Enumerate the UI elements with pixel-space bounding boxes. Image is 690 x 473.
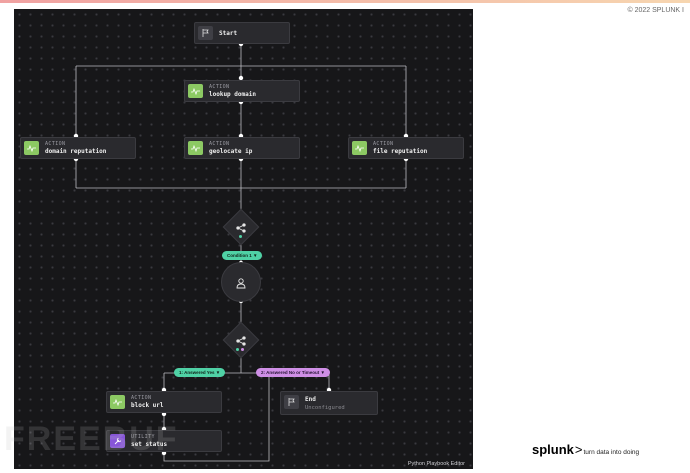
- end-label: End: [305, 396, 316, 403]
- copyright-text: © 2022 SPLUNK I: [627, 7, 684, 14]
- condition-dot: [239, 235, 242, 238]
- freebuf-watermark: FREEBUF: [4, 420, 179, 458]
- start-node[interactable]: Start: [194, 22, 290, 44]
- node-kind: ACTION: [131, 395, 152, 401]
- branch-icon: [235, 221, 247, 233]
- condition-1-pill[interactable]: Condition 1 ▼: [222, 251, 263, 260]
- playbook-canvas[interactable]: Start ACTION lookup domain ACTION domain…: [14, 9, 473, 469]
- flag-icon: [198, 26, 213, 40]
- end-status: Unconfigured: [305, 405, 345, 411]
- node-name: block url: [131, 402, 164, 409]
- action-pulse-icon: [188, 84, 203, 98]
- no-dot: [241, 348, 244, 351]
- editor-label: Python Playbook Editor: [407, 461, 465, 467]
- action-pulse-icon: [188, 141, 203, 155]
- branch-icon: [235, 334, 247, 346]
- action-node-file-reputation[interactable]: ACTION file reputation: [348, 137, 464, 159]
- node-kind: UTILITY: [131, 434, 155, 440]
- action-node-geolocate-ip[interactable]: ACTION geolocate ip: [184, 137, 300, 159]
- action-node-lookup-domain[interactable]: ACTION lookup domain: [184, 80, 300, 102]
- utility-node-set-status[interactable]: UTILITY set status: [106, 430, 222, 452]
- flag-icon: [284, 395, 299, 409]
- logo-chevron: >: [574, 442, 583, 457]
- answered-no-timeout-pill[interactable]: 2: Answered No or Timeout ▼: [256, 368, 330, 377]
- node-kind: ACTION: [209, 84, 230, 90]
- logo-tagline: turn data into doing: [583, 449, 640, 456]
- splunk-logo: splunk > turn data into doing: [532, 442, 639, 457]
- utility-wrench-icon: [110, 434, 125, 448]
- node-kind: ACTION: [209, 141, 230, 147]
- node-kind: ACTION: [45, 141, 66, 147]
- node-kind: ACTION: [373, 141, 394, 147]
- start-label: Start: [219, 30, 238, 37]
- answered-yes-pill[interactable]: 1: Answered Yes ▼: [174, 368, 226, 377]
- end-node[interactable]: End Unconfigured: [280, 391, 378, 415]
- node-name: file reputation: [373, 148, 428, 155]
- node-name: lookup domain: [209, 91, 256, 98]
- node-name: geolocate ip: [209, 148, 253, 155]
- prompt-node[interactable]: [221, 262, 261, 302]
- node-name: set status: [131, 441, 168, 448]
- user-icon: [236, 276, 246, 289]
- action-node-block-url[interactable]: ACTION block url: [106, 391, 222, 413]
- yes-dot: [236, 348, 239, 351]
- action-pulse-icon: [352, 141, 367, 155]
- node-name: domain reputation: [45, 148, 107, 155]
- action-node-domain-reputation[interactable]: ACTION domain reputation: [20, 137, 136, 159]
- action-pulse-icon: [24, 141, 39, 155]
- action-pulse-icon: [110, 395, 125, 409]
- logo-brand: splunk: [532, 442, 574, 457]
- top-accent-bar: [0, 0, 690, 3]
